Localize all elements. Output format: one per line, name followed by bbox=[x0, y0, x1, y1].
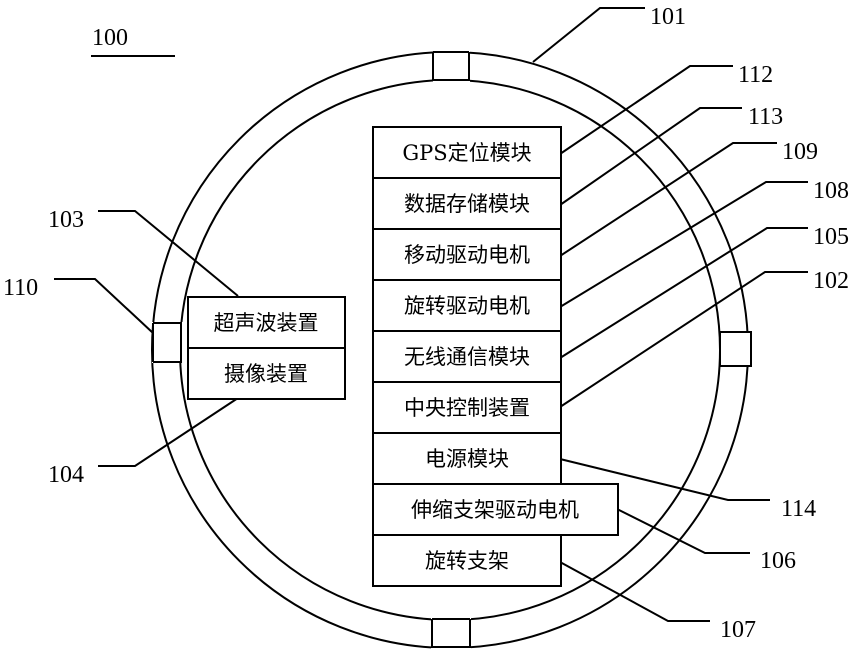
leader-113 bbox=[559, 107, 742, 206]
svg-text:中央控制装置: 中央控制装置 bbox=[404, 396, 530, 420]
ref-114: 114 bbox=[781, 496, 816, 522]
svg-text:旋转驱动电机: 旋转驱动电机 bbox=[404, 294, 530, 318]
svg-text:GPS定位模块: GPS定位模块 bbox=[402, 141, 531, 165]
ref-106: 106 bbox=[760, 548, 796, 574]
ref-112: 112 bbox=[738, 62, 773, 88]
module-central-control: 中央控制装置 bbox=[372, 381, 562, 434]
module-wireless: 无线通信模块 bbox=[372, 330, 562, 383]
leader-106 bbox=[616, 508, 750, 554]
svg-text:电源模块: 电源模块 bbox=[425, 447, 509, 471]
ref-108: 108 bbox=[813, 178, 849, 204]
ref-110: 110 bbox=[3, 275, 38, 301]
svg-text:超声波装置: 超声波装置 bbox=[214, 311, 319, 335]
module-rotating-bracket: 旋转支架 bbox=[372, 534, 562, 587]
ref-103: 103 bbox=[48, 207, 84, 233]
svg-text:数据存储模块: 数据存储模块 bbox=[404, 192, 530, 216]
ref-109: 109 bbox=[782, 139, 818, 165]
leader-107 bbox=[559, 561, 710, 622]
ref-101: 101 bbox=[650, 4, 686, 30]
module-data-storage: 数据存储模块 bbox=[372, 177, 562, 230]
leader-102 bbox=[559, 271, 808, 408]
ref-113: 113 bbox=[748, 104, 783, 130]
ref-107: 107 bbox=[720, 617, 756, 643]
svg-text:移动驱动电机: 移动驱动电机 bbox=[404, 243, 530, 267]
leader-103 bbox=[98, 210, 239, 297]
main-stack: GPS定位模块 数据存储模块 移动驱动电机 旋转驱动电机 无线通信模块 中央控制… bbox=[372, 126, 619, 587]
svg-text:伸缩支架驱动电机: 伸缩支架驱动电机 bbox=[411, 498, 579, 522]
side-stack: 超声波装置 摄像装置 bbox=[187, 296, 346, 400]
svg-text:无线通信模块: 无线通信模块 bbox=[404, 345, 530, 369]
ring-window-bottom bbox=[431, 618, 471, 650]
ref-104: 104 bbox=[48, 462, 84, 488]
module-ultrasonic: 超声波装置 bbox=[187, 296, 346, 349]
leader-112 bbox=[559, 65, 733, 155]
leader-105 bbox=[559, 227, 808, 359]
module-rotate-motor: 旋转驱动电机 bbox=[372, 279, 562, 332]
leader-104 bbox=[98, 397, 239, 467]
leader-110 bbox=[54, 278, 154, 334]
ring-window-right bbox=[719, 331, 754, 367]
svg-text:摄像装置: 摄像装置 bbox=[224, 362, 308, 386]
module-camera: 摄像装置 bbox=[187, 347, 346, 400]
ref-100: 100 bbox=[92, 25, 128, 51]
svg-text:旋转支架: 旋转支架 bbox=[425, 549, 509, 573]
ref-105: 105 bbox=[813, 224, 849, 250]
module-power: 电源模块 bbox=[372, 432, 562, 485]
ring-window-left bbox=[152, 322, 184, 363]
ref-102: 102 bbox=[813, 268, 849, 294]
leader-109 bbox=[559, 142, 777, 257]
leader-114 bbox=[559, 458, 770, 501]
leader-101 bbox=[532, 7, 645, 63]
module-gps: GPS定位模块 bbox=[372, 126, 562, 179]
module-telescopic-motor: 伸缩支架驱动电机 bbox=[372, 483, 619, 536]
module-move-motor: 移动驱动电机 bbox=[372, 228, 562, 281]
leader-108 bbox=[559, 181, 808, 308]
ring-window-top bbox=[432, 50, 470, 82]
